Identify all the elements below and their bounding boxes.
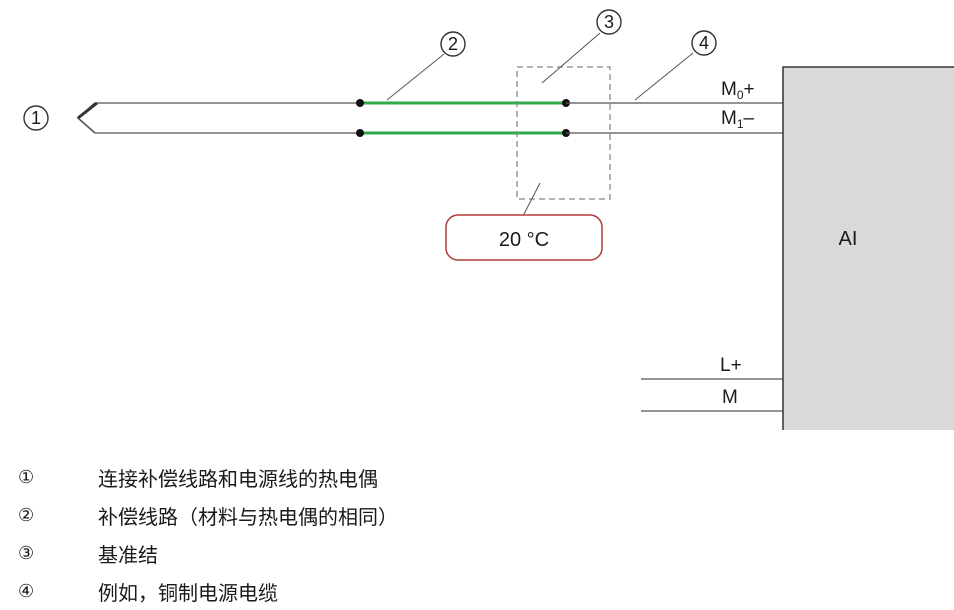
- legend: ① 连接补偿线路和电源线的热电偶 ② 补偿线路（材料与热电偶的相同） ③ 基准结…: [18, 458, 938, 610]
- compensation-wires: [356, 99, 570, 137]
- legend-marker: ②: [18, 504, 35, 526]
- callout-3: 3: [541, 9, 622, 84]
- legend-marker: ①: [18, 466, 35, 488]
- junction-dot: [356, 99, 364, 107]
- legend-item: ① 连接补偿线路和电源线的热电偶: [18, 458, 938, 496]
- legend-text: 例如，铜制电源电缆: [98, 580, 278, 605]
- thermocouple-probe: [76, 101, 360, 134]
- temperature-label: 20 °C: [499, 229, 549, 251]
- junction-dot: [356, 129, 364, 137]
- ai-module-label: AI: [839, 228, 858, 250]
- svg-text:3: 3: [604, 12, 614, 32]
- callout-1: 1: [23, 105, 49, 131]
- copper-wires: [566, 102, 784, 134]
- temp-leader-line: [521, 182, 541, 219]
- thermocouple-wiring-diagram: 20 °C AI M0+ M1– L+ M 1 2 3 4: [23, 9, 954, 430]
- terminal-m-label: M: [722, 387, 738, 408]
- legend-item: ④ 例如，铜制电源电缆: [18, 572, 938, 610]
- terminal-lplus-label: L+: [720, 355, 742, 376]
- callout-4: 4: [634, 30, 717, 101]
- svg-text:4: 4: [699, 33, 709, 53]
- temperature-box: [445, 214, 603, 261]
- legend-text: 基准结: [98, 542, 158, 567]
- power-wires: [641, 378, 784, 412]
- legend-item: ③ 基准结: [18, 534, 938, 572]
- terminal-m0-label: M0+: [721, 79, 755, 102]
- callout-2: 2: [386, 31, 466, 101]
- legend-text: 补偿线路（材料与热电偶的相同）: [98, 504, 398, 529]
- legend-marker: ④: [18, 580, 35, 602]
- svg-text:1: 1: [31, 108, 41, 128]
- legend-text: 连接补偿线路和电源线的热电偶: [98, 466, 378, 491]
- ai-module: [782, 66, 954, 430]
- terminal-m1-label: M1–: [721, 108, 755, 131]
- legend-item: ② 补偿线路（材料与热电偶的相同）: [18, 496, 938, 534]
- svg-text:2: 2: [448, 34, 458, 54]
- reference-junction-box: [516, 66, 611, 200]
- legend-marker: ③: [18, 542, 35, 564]
